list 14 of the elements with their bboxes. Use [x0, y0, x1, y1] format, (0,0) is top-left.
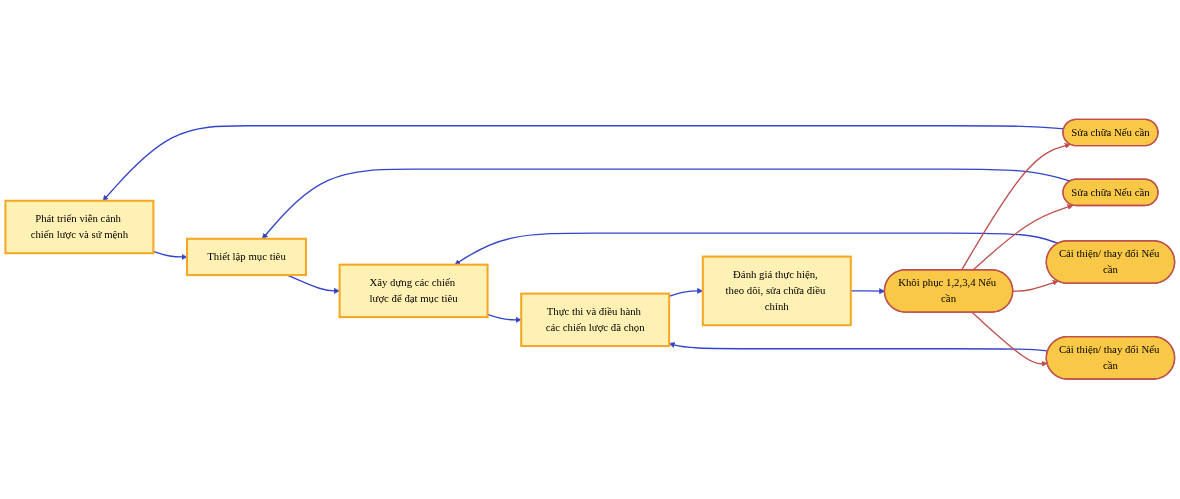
node-box: Phát triển viễn cảnh chiến lược và sứ mệnh: [4, 200, 155, 255]
node-box: Xây dựng các chiến lược để đạt mục tiêu: [338, 263, 489, 319]
arrow: [262, 168, 1071, 240]
arrow: [152, 251, 188, 261]
arrow: [971, 312, 1048, 367]
arrow: [850, 288, 885, 295]
arrow: [102, 125, 1065, 202]
arrow: [960, 143, 1071, 271]
arrow: [972, 204, 1074, 271]
arrow: [668, 342, 1049, 353]
node-box: Thiết lập mục tiêu: [186, 238, 307, 277]
node-box: Thực thi và điều hành các chiến lược đã chọn: [520, 292, 671, 348]
node-box: Đánh giá thực hiện, theo dõi, sửa chữa điều chỉnh: [701, 255, 852, 327]
arrow: [1012, 280, 1059, 293]
